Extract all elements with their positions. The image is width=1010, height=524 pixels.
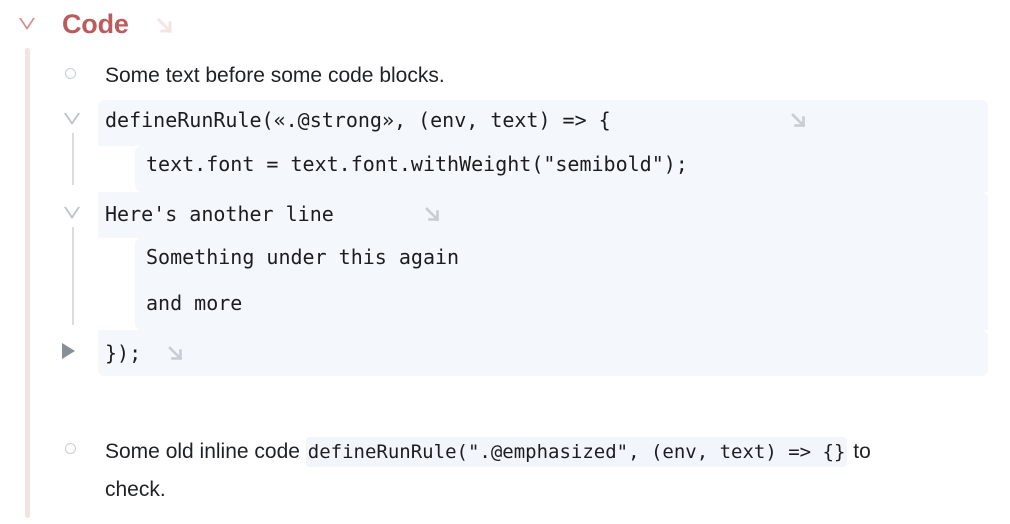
code-row-bg-6: [98, 330, 988, 376]
left-guide-rail: [25, 48, 30, 518]
list-bullet-icon: [65, 68, 76, 79]
code-fold-triangle-down-icon-1[interactable]: [64, 113, 81, 125]
inline-code-paragraph: Some old inline code defineRunRule(".@em…: [105, 433, 935, 508]
page-title: Code: [62, 9, 129, 39]
code-line-2: text.font = text.font.withWeight("semibo…: [146, 152, 688, 176]
code-row-bg-2: [135, 146, 988, 192]
code-line-6-corner-arrow-icon[interactable]: [166, 344, 187, 365]
code-indent-guide-1: [72, 133, 74, 185]
code-row-bg-1: [98, 100, 988, 146]
code-line-4: Something under this again: [146, 245, 460, 269]
code-row-bg-3: [98, 192, 988, 238]
code-line-3-corner-arrow-icon[interactable]: [423, 205, 444, 226]
code-line-1: defineRunRule(«.@strong», (env, text) =>…: [105, 108, 611, 132]
list-bullet-icon-2: [65, 443, 76, 454]
section-header: Code: [0, 0, 1010, 50]
code-row-bg-5: [135, 284, 988, 330]
code-fold-triangle-down-icon-2[interactable]: [64, 207, 81, 219]
triangle-down-icon[interactable]: [19, 18, 36, 30]
code-block[interactable]: [98, 100, 988, 380]
code-line-6: });: [105, 341, 142, 365]
code-fold-triangle-right-icon[interactable]: [62, 343, 75, 359]
corner-arrow-icon[interactable]: [155, 16, 177, 38]
intro-paragraph: Some text before some code blocks.: [105, 64, 445, 87]
inline-code-snippet: defineRunRule(".@emphasized", (env, text…: [305, 437, 848, 467]
inline-text-after: to check.: [105, 440, 871, 501]
code-line-5: and more: [146, 291, 243, 315]
code-line-3: Here's another line: [105, 202, 334, 226]
inline-text-before: Some old inline code: [105, 440, 306, 463]
code-line-1-corner-arrow-icon[interactable]: [789, 111, 810, 132]
code-indent-guide-2: [72, 227, 74, 325]
code-row-bg-4: [135, 238, 988, 284]
